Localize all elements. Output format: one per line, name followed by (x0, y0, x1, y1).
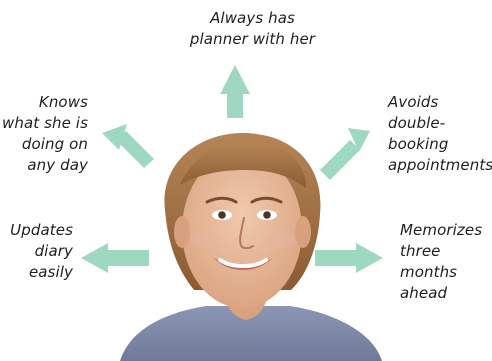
label-top-right: Avoids double- booking appointments (388, 93, 492, 174)
label-top-left: Knows what she is doing on any day (1, 93, 88, 174)
label-top: Always has planner with her (189, 9, 316, 48)
label-bottom-left: Updates diary easily (10, 221, 73, 281)
label-bottom-right: Memorizes three months ahead (400, 221, 483, 302)
